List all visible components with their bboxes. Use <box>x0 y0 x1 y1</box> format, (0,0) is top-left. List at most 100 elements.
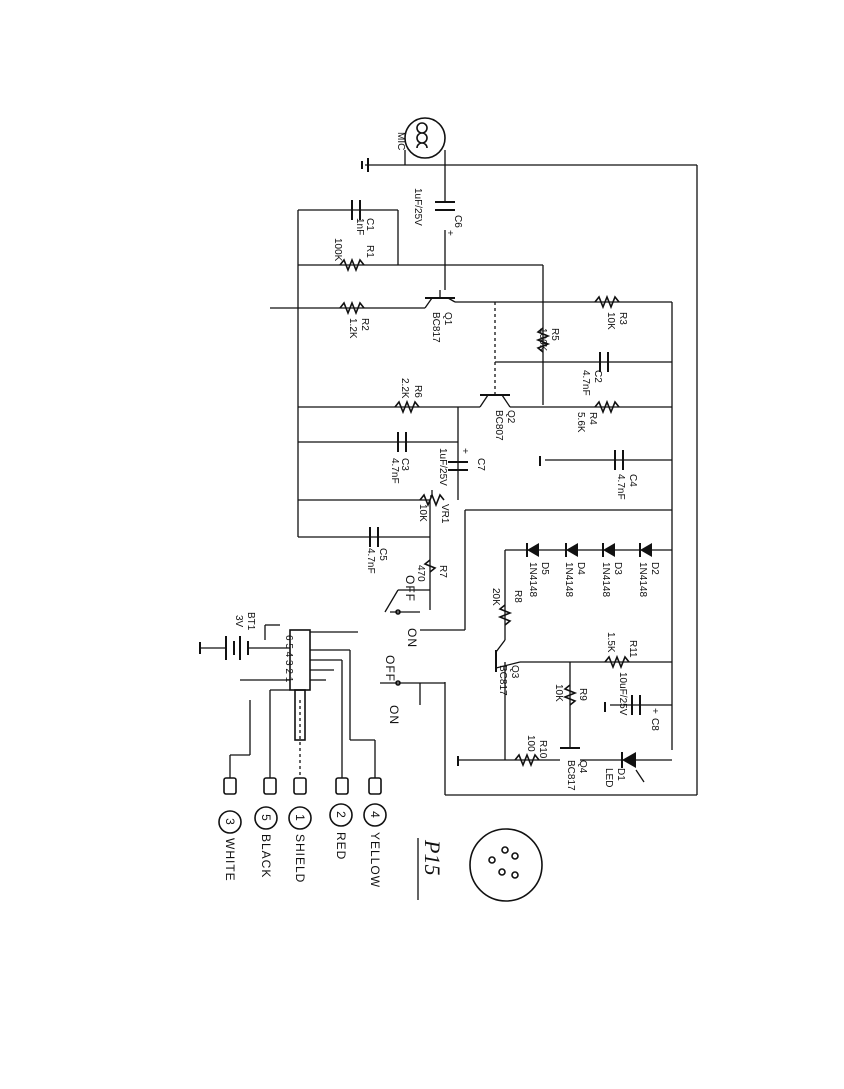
diode-d3: D3 1N4148 <box>600 543 623 597</box>
capacitor-c5: C5 4.7nF <box>365 527 388 574</box>
r3-value: 10K <box>605 312 616 330</box>
q1-label: Q1 <box>442 312 453 326</box>
c6-plus: + <box>444 230 455 236</box>
wire-entry-white: 3 WHITE <box>218 810 242 882</box>
resistor-r1: R1 100K <box>332 238 375 273</box>
r11-label: R11 <box>627 640 638 658</box>
d2-label: D2 <box>649 562 660 575</box>
d5-label: D5 <box>539 562 550 575</box>
capacitor-c8: C8 10uF/25V + <box>604 672 660 731</box>
c7-value: 1uF/25V <box>437 448 448 486</box>
r4-value: 5.6K <box>575 412 586 433</box>
r5-label: R5 <box>549 328 560 341</box>
wire-color-yellow: YELLOW <box>368 832 382 888</box>
capacitor-c3: C3 4.7nF <box>389 432 410 484</box>
diode-d2: D2 1N4148 <box>637 543 660 597</box>
r10-label: R10 <box>537 740 548 759</box>
wire-num-black: 5 <box>259 814 273 822</box>
r9-label: R9 <box>577 688 588 701</box>
d3-type: 1N4148 <box>600 562 611 597</box>
resistor-r9: R9 10K <box>553 684 588 706</box>
c4-label: C4 <box>627 474 638 487</box>
d1-label: D1 <box>615 768 626 781</box>
q2-label: Q2 <box>505 410 516 424</box>
wire-entry-red: 2 RED <box>329 803 353 860</box>
wire-num-white: 3 <box>223 818 237 826</box>
connector-pins: 6 5 4 3 2 1 <box>283 635 294 683</box>
r2-value: 1.2K <box>347 318 358 339</box>
switch-lower: OFF ON <box>380 655 401 725</box>
q4-type: BC817 <box>565 760 576 791</box>
r7-label: R7 <box>437 565 448 578</box>
mic-label: MIC <box>395 132 406 150</box>
diode-d4: D4 1N4148 <box>563 543 586 597</box>
diode-string: D2 1N4148 D3 1N4148 D4 1N4148 D5 1N4148 <box>526 543 660 597</box>
d5-type: 1N4148 <box>527 562 538 597</box>
capacitor-c6: C6 1uF/25V + <box>412 188 463 236</box>
wire-color-shield: SHIELD <box>293 834 307 883</box>
q3-type: BC817 <box>497 665 508 696</box>
wire-color-red: RED <box>334 832 348 860</box>
wire-entry-shield: 1 SHIELD <box>288 806 312 883</box>
wire-num-red: 2 <box>334 811 348 819</box>
c8-value: 10uF/25V <box>617 672 628 716</box>
d4-type: 1N4148 <box>563 562 574 597</box>
on-label-upper: ON <box>405 628 419 648</box>
q2-type: BC807 <box>493 410 504 441</box>
vr1-value: 10K <box>417 504 428 522</box>
c5-value: 4.7nF <box>365 548 376 574</box>
d1-type: LED <box>603 768 614 787</box>
r9-value: 10K <box>553 684 564 702</box>
r5-value: 100K <box>537 328 548 352</box>
wire-num-shield: 1 <box>293 814 307 822</box>
wire-entry-yellow: 4 YELLOW <box>363 803 387 888</box>
c2-label: C2 <box>592 370 603 383</box>
resistor-r7: R7 470 <box>415 559 448 582</box>
q4-label: Q4 <box>577 760 588 774</box>
c1-label: C1 <box>364 218 375 231</box>
r11-value: 1.5K <box>605 632 616 653</box>
connector-pinout <box>469 828 543 902</box>
c2-value: 4.7nF <box>580 370 591 396</box>
wire-entry-black: 5 BLACK <box>254 806 278 878</box>
r8-label: R8 <box>512 590 523 603</box>
transistor-q1: Q1 BC817 <box>424 290 456 343</box>
switch-upper: OFF ON <box>384 575 419 648</box>
c1-value: 1nF <box>354 218 365 235</box>
page-mark: P15 <box>417 838 445 900</box>
potentiometer-vr1: VR1 10K <box>417 490 450 524</box>
c8-plus: + <box>649 708 660 714</box>
microphone: MIC <box>361 117 446 172</box>
plug-black <box>263 777 277 795</box>
wire-color-black: BLACK <box>259 834 273 878</box>
q1-type: BC817 <box>430 312 441 343</box>
resistor-r8: R8 20K <box>490 588 523 626</box>
resistor-r11: R11 1.5K <box>604 632 638 670</box>
d4-label: D4 <box>575 562 586 575</box>
plug-white <box>223 777 237 795</box>
led-d1: D1 LED <box>603 752 645 787</box>
r1-label: R1 <box>364 245 375 258</box>
capacitor-c4: C4 4.7nF <box>539 450 638 500</box>
r4-label: R4 <box>587 412 598 425</box>
c5-label: C5 <box>377 548 388 561</box>
c7-plus: + <box>459 448 470 454</box>
battery-bt1: BT1 3V <box>199 612 256 660</box>
r2-label: R2 <box>359 318 370 331</box>
page-mark-text: P15 <box>420 839 445 875</box>
off-label-upper: OFF <box>403 575 417 602</box>
c3-value: 4.7nF <box>389 458 400 484</box>
resistor-r10: R10 100 <box>457 735 548 768</box>
transistor-q2: Q2 BC807 <box>479 394 516 441</box>
diode-d5: D5 1N4148 <box>526 543 550 597</box>
r10-value: 100 <box>525 735 536 752</box>
c6-value: 1uF/25V <box>412 188 423 226</box>
vr1-label: VR1 <box>439 504 450 524</box>
wire-legend: 3 WHITE 5 BLACK 1 SHIELD 2 RED 4 YELLOW <box>218 777 387 888</box>
c6-label: C6 <box>452 215 463 228</box>
plug-yellow <box>368 777 382 795</box>
bt1-label: BT1 <box>245 612 256 631</box>
on-label-lower: ON <box>387 705 401 725</box>
capacitor-c1: C1 1nF <box>351 200 375 235</box>
